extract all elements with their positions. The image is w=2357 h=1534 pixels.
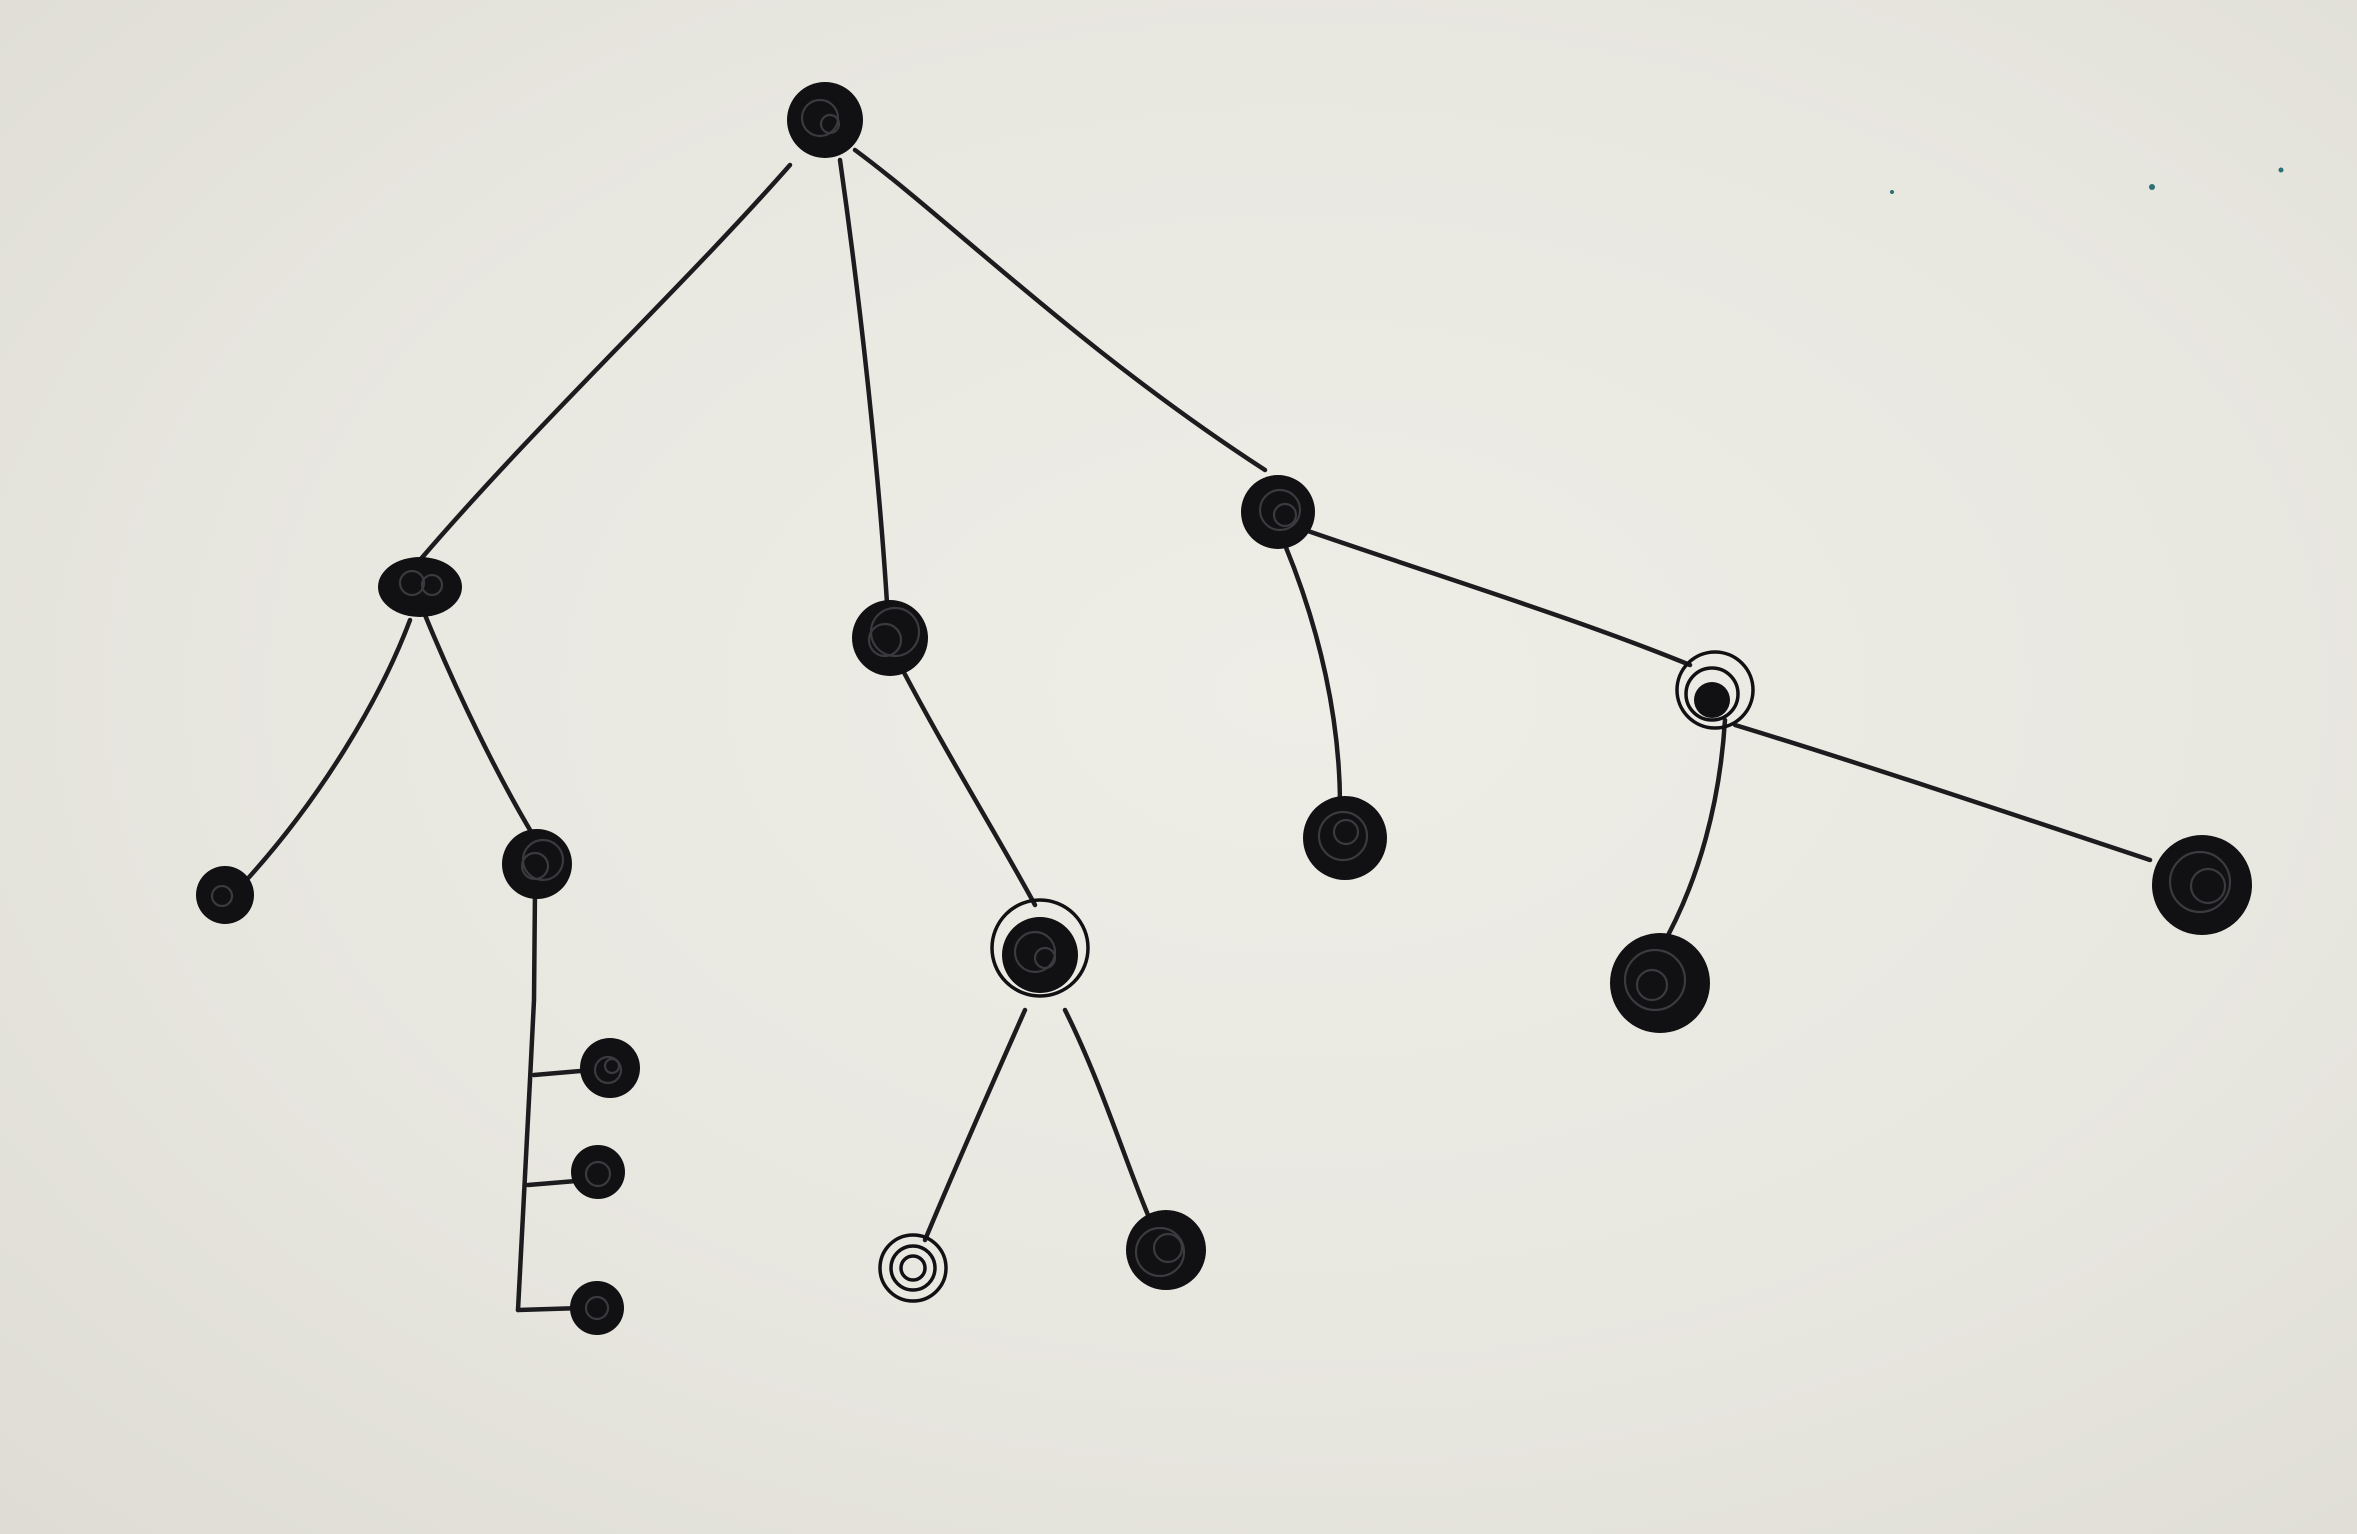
- node-c2-1: [1610, 933, 1710, 1033]
- edge-c2-c2-2: [1732, 722, 2153, 863]
- edge-b-b1: [897, 662, 1038, 908]
- edge-b1-b1-1: [922, 1007, 1028, 1243]
- ink-specks: [1890, 167, 2284, 194]
- node-a2-3: [570, 1281, 624, 1335]
- edge-a-a1: [239, 617, 413, 888]
- edges-layer: [239, 147, 2153, 1313]
- edge-c-c1: [1282, 542, 1343, 808]
- node-a2: [502, 829, 572, 899]
- node-b1-1: [878, 1233, 948, 1303]
- edge-c-c2: [1302, 527, 1693, 668]
- node-a1: [196, 866, 254, 924]
- edge-b1-b1-2: [1062, 1007, 1151, 1218]
- node-a2-2: [571, 1145, 625, 1199]
- node-c: [1241, 475, 1315, 549]
- node-a: [378, 557, 462, 617]
- nodes-layer: [196, 82, 2252, 1335]
- edge-a-a2: [422, 612, 536, 838]
- node-c2: [1675, 650, 1755, 730]
- node-a2-1: [580, 1038, 640, 1098]
- node-b1-2: [1126, 1210, 1206, 1290]
- edge-root-a: [417, 162, 793, 563]
- node-b1: [990, 898, 1090, 998]
- node-c1: [1303, 796, 1387, 880]
- edge-root-b: [837, 157, 891, 623]
- node-c2-2: [2152, 835, 2252, 935]
- node-b: [852, 600, 928, 676]
- edge-a2-stem: [515, 887, 538, 1313]
- node-root: [787, 82, 863, 158]
- edge-root-c: [852, 147, 1268, 473]
- edge-c2-c2-1: [1657, 717, 1728, 953]
